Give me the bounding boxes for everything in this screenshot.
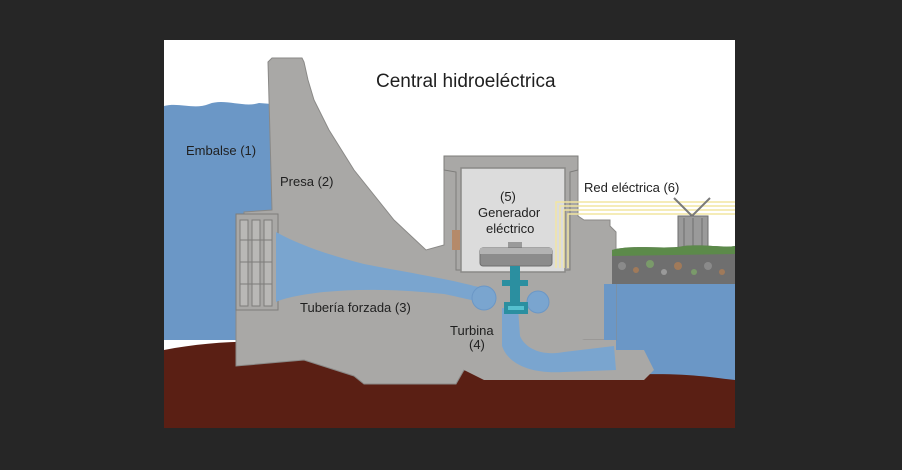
room-wall-block xyxy=(452,230,460,250)
label-generator-number: (5) xyxy=(500,189,516,204)
ground xyxy=(164,341,735,428)
turbine-casing-right xyxy=(526,290,550,314)
label-reservoir: Embalse (1) xyxy=(186,143,256,158)
transformer xyxy=(673,197,711,251)
hydroelectric-diagram-panel: Central hidroeléctrica Embalse (1) Presa… xyxy=(164,40,735,428)
label-generator-line3: eléctrico xyxy=(486,221,534,236)
outflow-channel xyxy=(604,284,616,340)
turbine-casing-left xyxy=(471,285,497,311)
label-dam: Presa (2) xyxy=(280,174,333,189)
label-turbine: Turbina xyxy=(450,323,494,338)
label-generator-line2: Generador xyxy=(478,205,541,220)
riverbank xyxy=(612,245,735,284)
diagram-title: Central hidroeléctrica xyxy=(376,71,556,92)
draft-tube xyxy=(502,308,616,373)
power-lines xyxy=(555,201,735,268)
turbine xyxy=(502,266,528,314)
label-penstock: Tubería forzada (3) xyxy=(300,300,411,315)
hydroelectric-diagram: Central hidroeléctrica Embalse (1) Presa… xyxy=(164,57,735,428)
label-turbine-number: (4) xyxy=(469,337,485,352)
generator xyxy=(479,242,553,267)
penstock-pipe xyxy=(276,232,494,303)
intake-grate xyxy=(235,213,279,311)
label-grid: Red eléctrica (6) xyxy=(584,180,679,195)
